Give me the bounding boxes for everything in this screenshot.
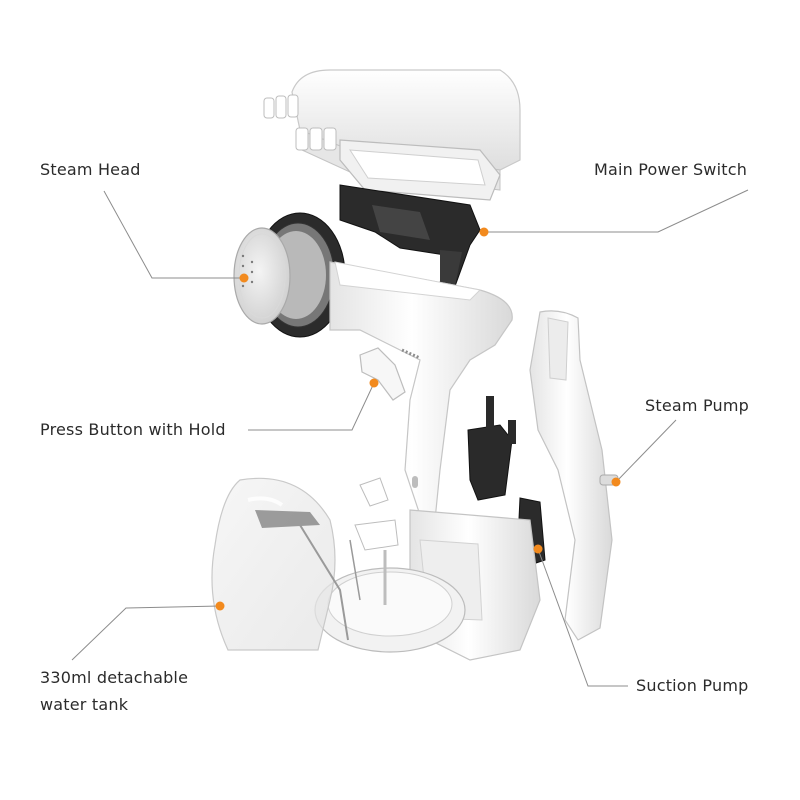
leader-press-button [248, 382, 375, 431]
dot-suction-pump [533, 544, 543, 554]
label-main-power-switch-text: Main Power Switch [594, 160, 748, 179]
label-press-button-text: Press Button with Hold [40, 420, 226, 439]
dot-steam-pump [611, 477, 621, 487]
water-tank [211, 477, 349, 651]
leader-steam-head [103, 190, 244, 279]
dot-press-button [369, 378, 379, 388]
leader-suction-pump [537, 548, 628, 687]
label-steam-head: Steam Head [40, 156, 141, 183]
label-main-power-switch: Main Power Switch [594, 156, 747, 183]
label-steam-pump: Steam Pump [645, 392, 749, 419]
label-steam-head-text: Steam Head [40, 160, 141, 179]
label-water-tank: 330ml detachable water tank [40, 664, 188, 718]
main-body [329, 261, 513, 521]
leader-lines [71, 189, 749, 687]
dot-steam-head [239, 273, 249, 283]
label-press-button: Press Button with Hold [40, 416, 226, 443]
dot-tank [215, 601, 225, 611]
label-water-tank-line1: 330ml detachable [40, 668, 189, 687]
side-cover [529, 310, 619, 641]
base-plate [314, 477, 466, 653]
label-suction-pump: Suction Pump [636, 672, 748, 699]
label-steam-pump-text: Steam Pump [645, 396, 749, 415]
steam-head-assembly [233, 212, 346, 338]
leader-steam-pump [615, 419, 677, 483]
leader-tank [71, 605, 221, 661]
switch-assembly [339, 184, 481, 301]
dot-main-power [479, 227, 489, 237]
label-suction-pump-text: Suction Pump [636, 676, 749, 695]
press-button-part [359, 347, 421, 401]
leader-main-power [484, 189, 749, 233]
inner-frame [339, 139, 501, 201]
callout-dots [215, 227, 621, 611]
label-water-tank-line2: water tank [40, 695, 129, 714]
